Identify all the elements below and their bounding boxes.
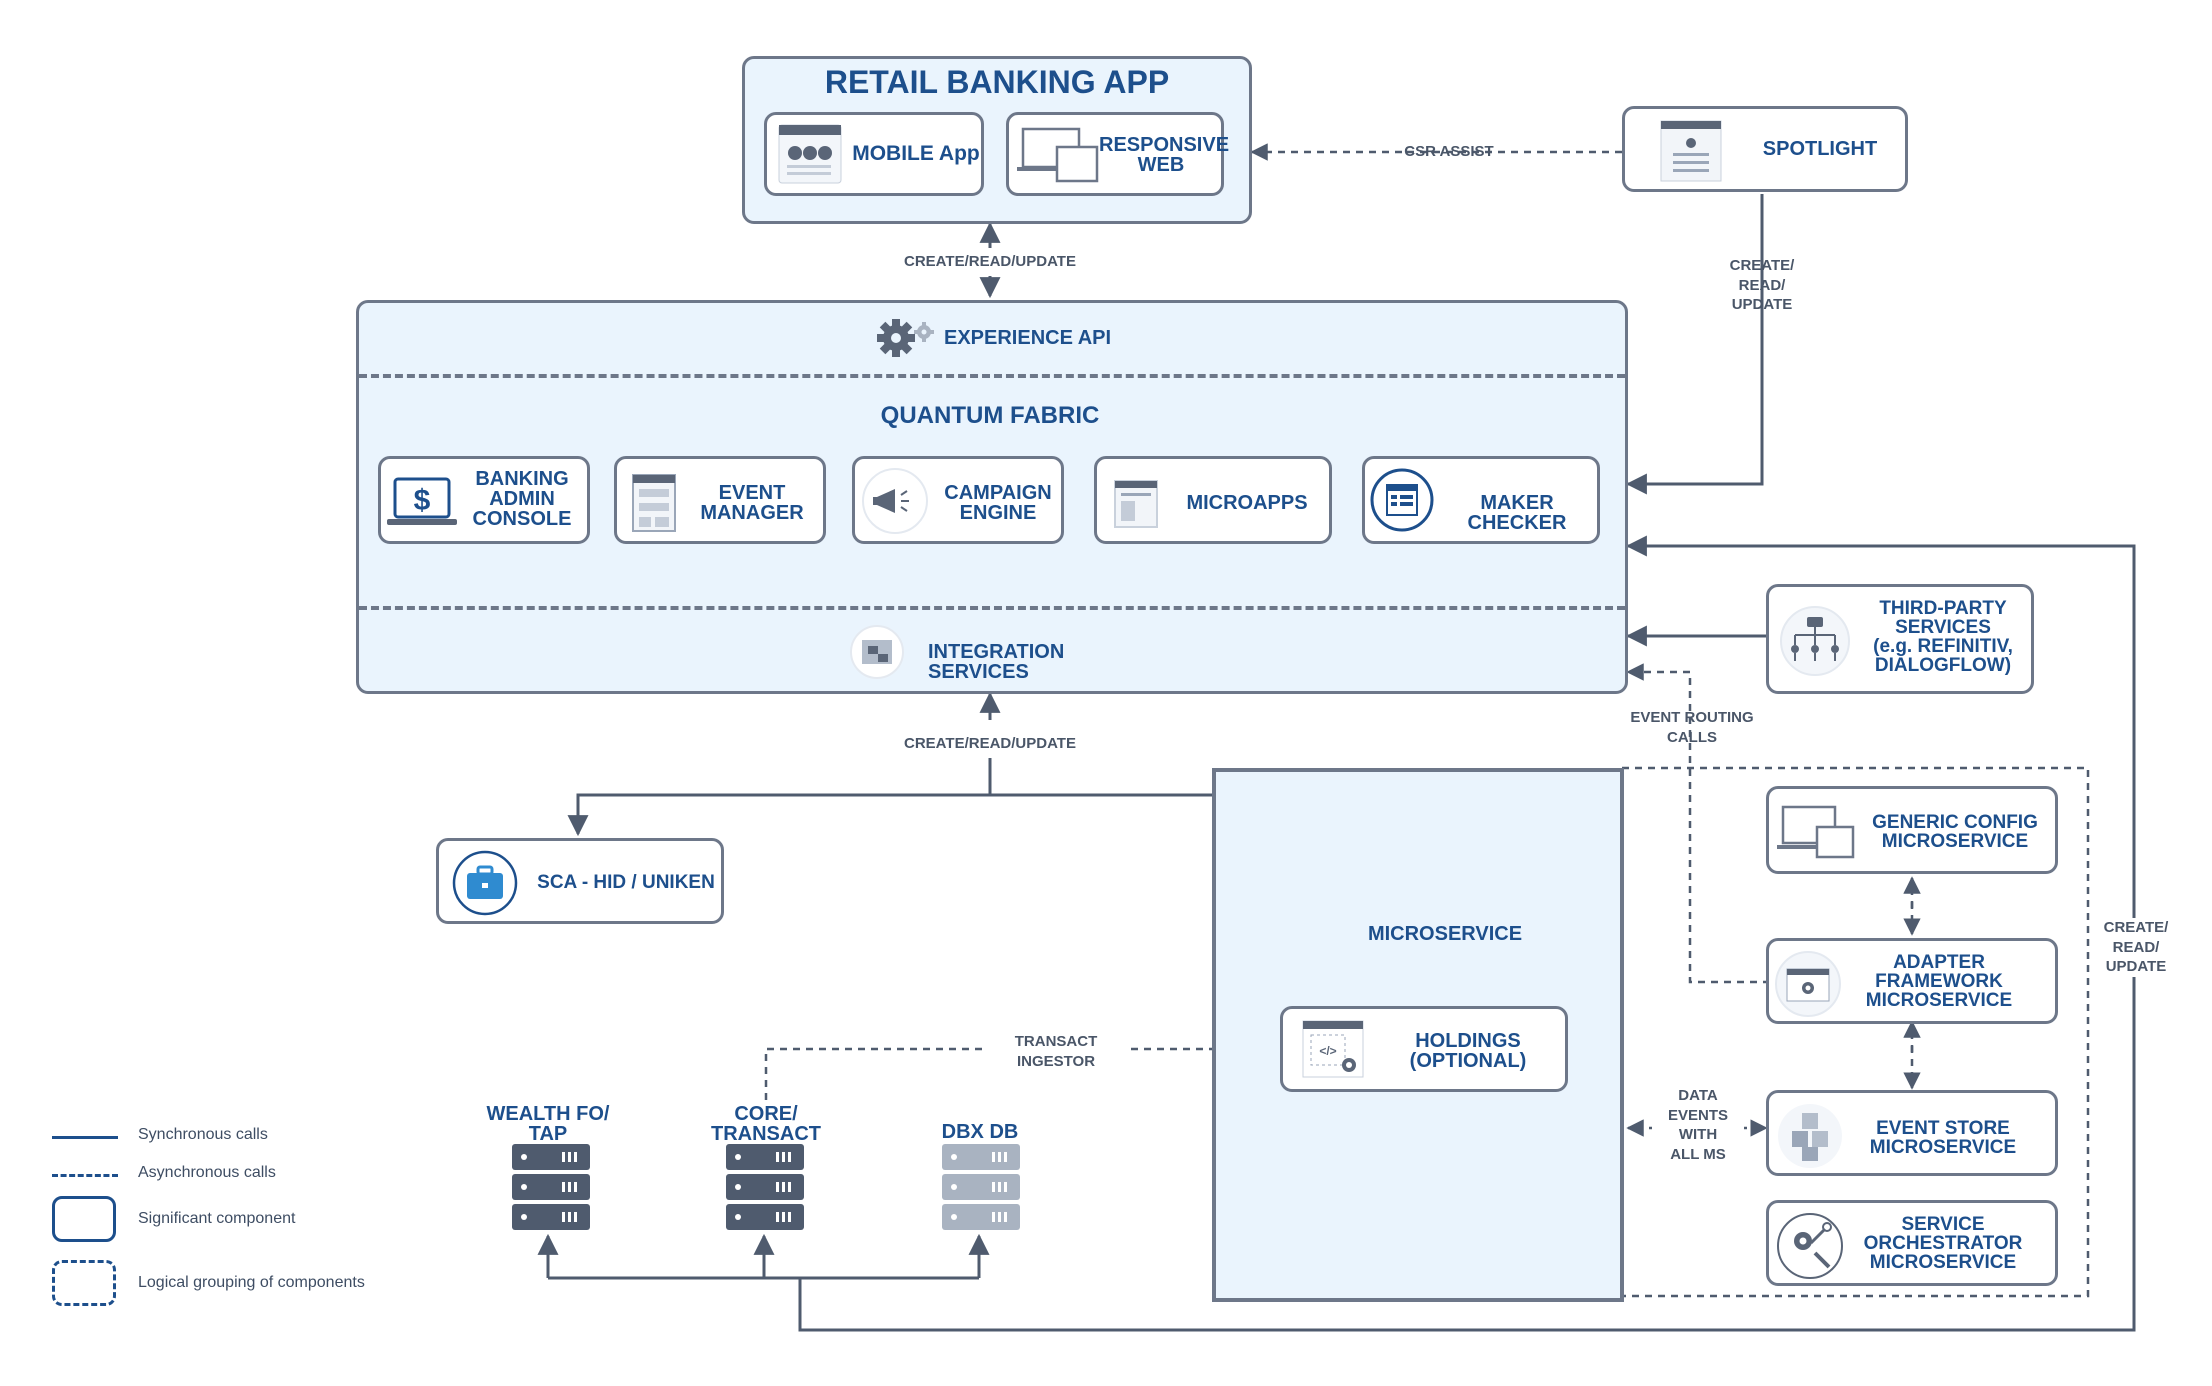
- maker-checker-icon: [1370, 468, 1434, 532]
- microapps-icon: [1114, 480, 1158, 528]
- legend-async-text: Asynchronous calls: [138, 1164, 276, 1181]
- code-settings-icon: </>: [1302, 1020, 1364, 1078]
- service-orchestrator-box[interactable]: SERVICE ORCHESTRATOR MICROSERVICE: [1766, 1200, 2058, 1286]
- service-orchestrator-label: SERVICE ORCHESTRATOR MICROSERVICE: [1863, 1214, 2023, 1273]
- legend-sync-text: Synchronous calls: [138, 1126, 268, 1143]
- adapter-framework-box[interactable]: ADAPTER FRAMEWORK MICROSERVICE: [1766, 938, 2058, 1024]
- event-routing-line: [1626, 663, 1770, 984]
- laptop-dollar-icon: $: [387, 477, 457, 525]
- adapter-framework-icon: [1775, 951, 1841, 1017]
- svg-text:</>: </>: [1319, 1044, 1336, 1058]
- wealth-db-label: WEALTH FO/ TAP: [486, 1103, 610, 1145]
- event-store-box[interactable]: EVENT STORE MICROSERVICE: [1766, 1090, 2058, 1176]
- event-manager-box[interactable]: EVENT MANAGER: [614, 456, 826, 544]
- legend-async-line: [52, 1174, 118, 1177]
- event-routing-label: EVENT ROUTING CALLS: [1630, 709, 1754, 746]
- microservice-title: MICROSERVICE: [1367, 923, 1523, 945]
- legend-significant-box: [52, 1196, 116, 1242]
- mobile-app-label: MOBILE App: [852, 142, 980, 165]
- event-manager-label: EVENT MANAGER: [700, 482, 804, 524]
- mobile-app-icon: [778, 124, 842, 184]
- crud-right-label: CREATE/ READ/ UPDATE: [2090, 918, 2182, 977]
- transact-ingestor-label: TRANSACT INGESTOR: [986, 1032, 1126, 1071]
- csr-assist-label: CSR ASSIST: [1404, 143, 1494, 160]
- right-crud-line: [798, 535, 2136, 1332]
- holdings-box[interactable]: </> HOLDINGS (OPTIONAL): [1280, 1006, 1568, 1092]
- event-store-label: EVENT STORE MICROSERVICE: [1869, 1118, 2017, 1158]
- fabric-divider-bottom: [359, 606, 1625, 610]
- quantum-fabric-title: QUANTUM FABRIC: [880, 402, 1100, 429]
- sca-box[interactable]: SCA - HID / UNIKEN: [436, 838, 724, 924]
- legend-significant-text: Significant component: [138, 1210, 296, 1227]
- spotlight-label: SPOTLIGHT: [1762, 138, 1878, 160]
- banking-admin-console-label: BANKING ADMIN CONSOLE: [472, 468, 572, 530]
- sca-label: SCA - HID / UNIKEN: [537, 872, 715, 893]
- integration-services-label: INTEGRATION SERVICES: [928, 641, 1065, 683]
- responsive-web-icon: [1017, 127, 1099, 183]
- crud-to-sca: [567, 793, 990, 837]
- network-hierarchy-icon: [1780, 606, 1850, 676]
- generic-config-icon: [1777, 805, 1855, 859]
- fabric-divider-top: [359, 374, 1625, 378]
- spotlight-icon: [1660, 120, 1722, 182]
- generic-config-box[interactable]: GENERIC CONFIG MICROSERVICE: [1766, 786, 2058, 874]
- experience-api-gear-icon: [877, 319, 934, 357]
- third-party-services-box[interactable]: THIRD-PARTY SERVICES (e.g. REFINITIV, DI…: [1766, 584, 2034, 694]
- tools-gear-icon: [1777, 1213, 1843, 1279]
- generic-config-label: GENERIC CONFIG MICROSERVICE: [1872, 812, 2038, 852]
- adapter-framework-label: ADAPTER FRAMEWORK MICROSERVICE: [1865, 952, 2013, 1011]
- retail-banking-app-title: RETAIL BANKING APP: [824, 64, 1170, 100]
- microapps-label: MICROAPPS: [1186, 492, 1308, 514]
- campaign-engine-box[interactable]: CAMPAIGN ENGINE: [852, 456, 1064, 544]
- microapps-box[interactable]: MICROAPPS: [1094, 456, 1332, 544]
- responsive-web-label: RESPONSIVE WEB: [1099, 134, 1230, 176]
- data-events-label: DATA EVENTS WITH ALL MS: [1652, 1086, 1744, 1164]
- experience-api-label: EXPERIENCE API: [944, 327, 1112, 349]
- holdings-label: HOLDINGS (OPTIONAL): [1409, 1030, 1527, 1072]
- crud-spotlight-label: CREATE/ READ/ UPDATE: [1729, 257, 1795, 313]
- core-transact-server-icon: [726, 1144, 804, 1230]
- crud-top-label: CREATE/READ/UPDATE: [904, 253, 1076, 270]
- briefcase-icon: [452, 850, 518, 916]
- dbx-db-server-icon: [942, 1144, 1020, 1230]
- third-party-services-label: THIRD-PARTY SERVICES (e.g. REFINITIV, DI…: [1873, 598, 2013, 676]
- spotlight-fabric-line: [1625, 194, 1764, 495]
- event-manager-icon: [632, 474, 676, 532]
- responsive-web-box[interactable]: RESPONSIVE WEB: [1006, 112, 1230, 196]
- logical-group-outline: [1622, 766, 2090, 1298]
- campaign-engine-label: CAMPAIGN ENGINE: [944, 482, 1052, 524]
- maker-checker-box[interactable]: MAKER CHECKER: [1362, 456, 1600, 544]
- core-transact-label: CORE/ TRANSACT: [711, 1103, 821, 1145]
- spotlight-box[interactable]: SPOTLIGHT: [1622, 106, 1908, 192]
- mobile-app-box[interactable]: MOBILE App: [764, 112, 984, 196]
- megaphone-icon: [862, 468, 928, 534]
- crud-integration-label: CREATE/READ/UPDATE: [904, 735, 1076, 752]
- banking-admin-console-box[interactable]: $ BANKING ADMIN CONSOLE: [378, 456, 590, 544]
- svg-text:$: $: [414, 484, 431, 517]
- cubes-icon: [1778, 1104, 1842, 1168]
- legend-logical-text: Logical grouping of components: [138, 1274, 365, 1291]
- legend-logical-box: [52, 1260, 116, 1306]
- integration-services-icon: [850, 625, 904, 679]
- dbx-db-label: DBX DB: [941, 1121, 1019, 1143]
- legend-sync-line: [52, 1136, 118, 1139]
- maker-checker-label: MAKER CHECKER: [1467, 492, 1567, 534]
- wealth-db-server-icon: [512, 1144, 590, 1230]
